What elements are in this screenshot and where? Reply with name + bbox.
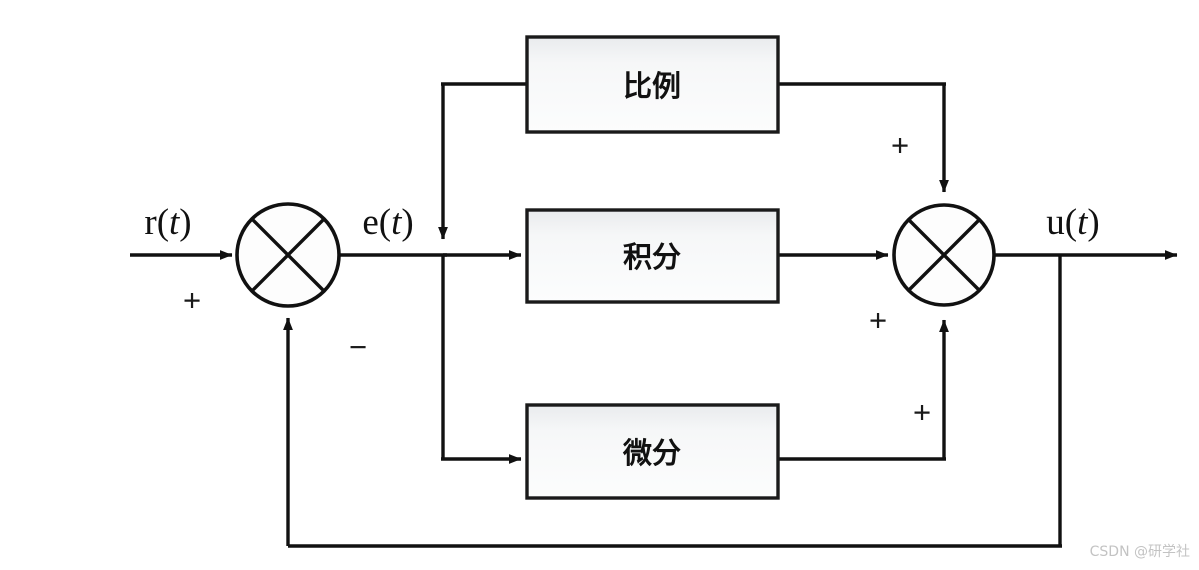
block-integral-rect	[525, 208, 780, 304]
block-derivative[interactable]: 微分	[525, 403, 780, 500]
summing-junction-error[interactable]	[235, 202, 341, 308]
block-derivative-label: 微分	[622, 436, 681, 470]
output-junction-cross-b	[907, 218, 981, 292]
summing-junction-output[interactable]	[892, 203, 996, 307]
csdn-watermark: CSDN @研学社	[1090, 544, 1190, 560]
sign-feedback-minus: −	[349, 330, 367, 365]
sign-label-layer: + − + + +	[183, 128, 931, 430]
error-junction-cross-b	[250, 217, 326, 293]
block-derivative-rect	[525, 403, 780, 500]
block-layer: 比例 积分 微分	[525, 35, 780, 500]
block-integral-label: 积分	[623, 240, 681, 274]
sign-derivative-plus: +	[913, 395, 931, 430]
sign-proportional-plus: +	[891, 128, 909, 163]
block-proportional-rect	[525, 35, 780, 134]
summing-junction-layer	[235, 202, 996, 308]
block-integral[interactable]: 积分	[525, 208, 780, 304]
wire-layer	[130, 82, 1178, 548]
signal-label-output: u(t)	[1046, 202, 1099, 243]
sign-input-plus: +	[183, 283, 201, 318]
signal-label-input: r(t)	[144, 202, 191, 243]
signal-label-error: e(t)	[362, 202, 413, 243]
block-proportional[interactable]: 比例	[525, 35, 780, 134]
block-proportional-label: 比例	[623, 69, 681, 103]
sign-integral-plus: +	[869, 303, 887, 338]
signal-label-layer: r(t) e(t) u(t)	[144, 202, 1099, 243]
